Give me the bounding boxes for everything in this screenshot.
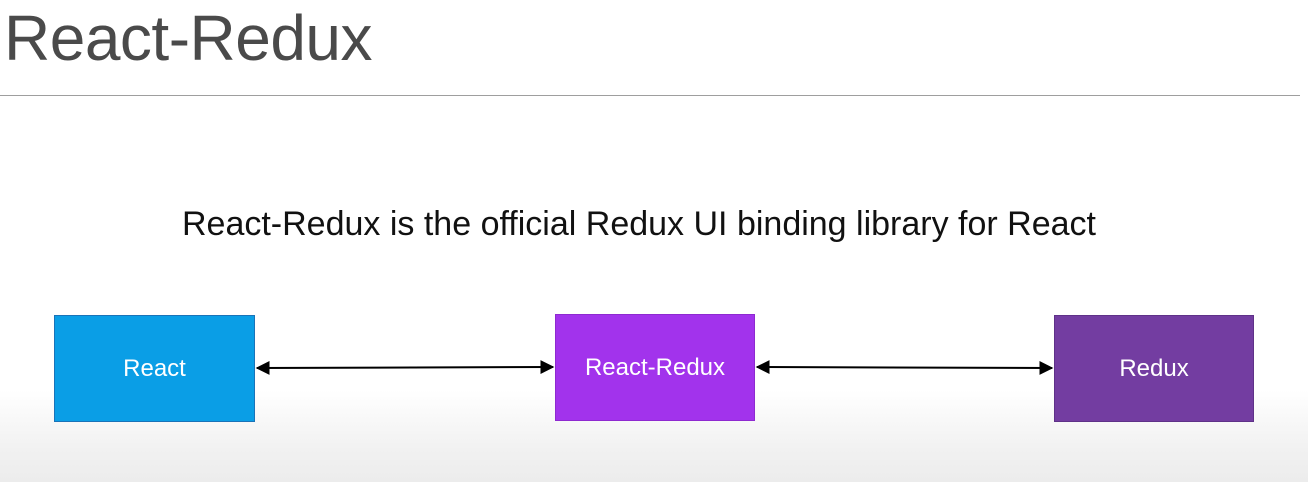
slide-subtitle: React-Redux is the official Redux UI bin… [181,205,1096,243]
node-react-label: React [123,354,186,382]
node-react: React [54,315,255,422]
arrow-react-to-react-redux [255,360,555,375]
slide-title: React-Redux [4,2,373,74]
title-divider [0,95,1300,96]
node-redux-label: Redux [1119,354,1189,382]
node-redux: Redux [1054,315,1254,422]
node-react-redux: React-Redux [555,314,755,421]
arrow-react-redux-to-redux [755,360,1054,375]
node-react-redux-label: React-Redux [584,353,726,381]
